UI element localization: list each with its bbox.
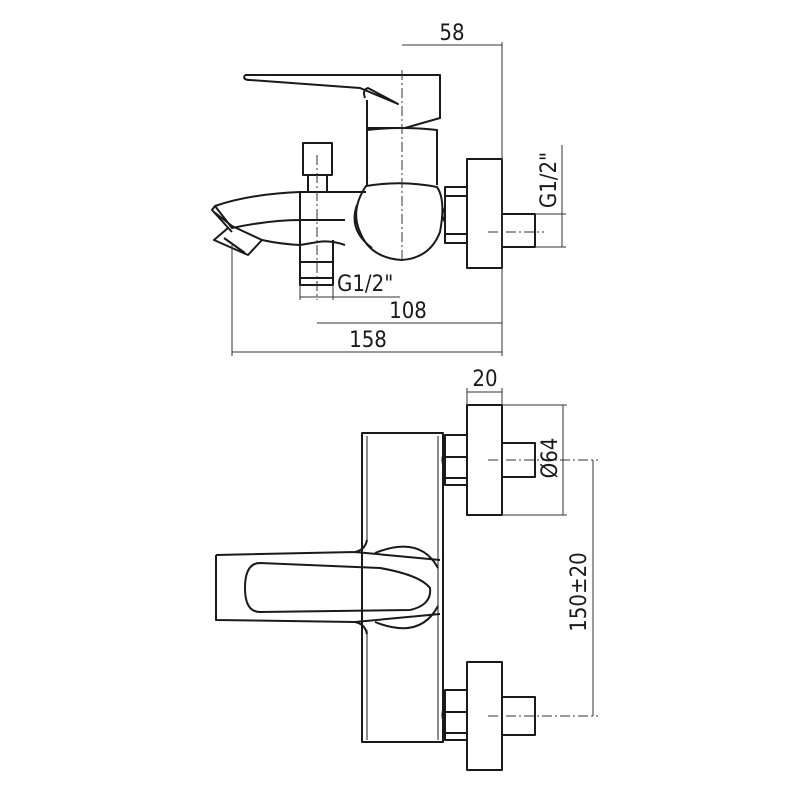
dim-58: 58 <box>439 21 464 46</box>
dim-158: 158 <box>349 328 387 353</box>
wall-pipe <box>501 213 536 248</box>
hex-nut-top <box>441 434 468 486</box>
cartridge-ring <box>374 545 439 630</box>
spout <box>211 191 366 256</box>
mixer-body-front <box>361 432 444 743</box>
side-view: 58 G1/2" G1/2" 108 158 <box>211 21 566 356</box>
dim-center-distance: 150±20 <box>567 552 592 632</box>
mixer-body <box>353 182 444 261</box>
lever-front <box>215 539 441 635</box>
hex-nut <box>441 186 468 244</box>
lever-handle <box>243 74 441 129</box>
wall-flange <box>466 158 503 269</box>
spout-aerator <box>213 211 263 254</box>
lever-inner <box>244 562 432 613</box>
front-view: 20 Ø64 150±20 <box>215 367 598 771</box>
dim-108: 108 <box>389 299 427 324</box>
hex-nut-bottom <box>441 689 468 741</box>
dim-thread-inlet: G1/2" <box>537 152 562 208</box>
dim-20: 20 <box>472 367 497 392</box>
dim-thread-outlet: G1/2" <box>337 272 393 297</box>
dim-diameter-64: Ø64 <box>538 438 563 479</box>
